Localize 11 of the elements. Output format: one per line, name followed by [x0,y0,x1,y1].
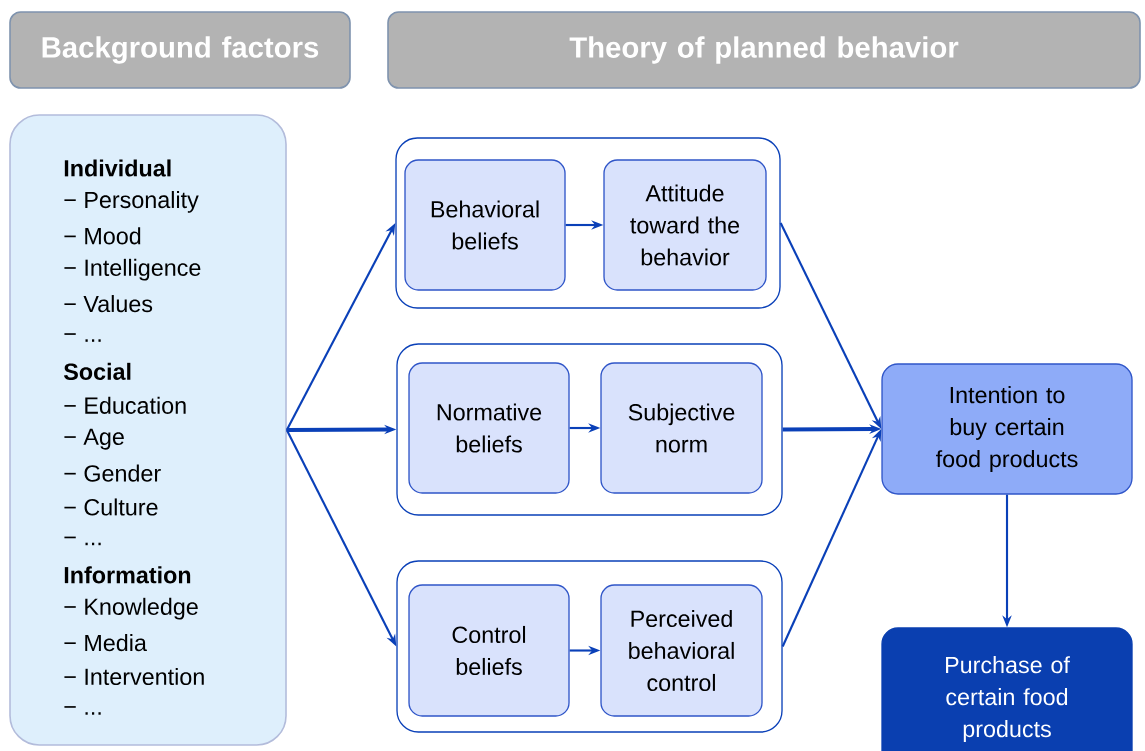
process-box: Subjective norm [600,362,763,494]
header-band: Theory of planned behavior [387,11,1141,89]
process-box: Perceived behavioral control [600,584,763,717]
process-box: Control beliefs [408,584,570,717]
process-box: Normative beliefs [408,362,570,494]
process-box: Attitude toward the behavior [603,159,767,291]
header-band: Background factors [9,11,351,89]
intention-box: Intention to buy certain food products [881,363,1133,495]
factors-panel: Individual − Personality − Mood − Intelligence − Values − ... Social − Education − Age − Gender − Culture − ... Information − Knowledge − Media − Intervention − ... [9,114,287,746]
purchase-box: Purchase of certain food products [881,627,1133,751]
process-box: Behavioral beliefs [404,159,566,291]
